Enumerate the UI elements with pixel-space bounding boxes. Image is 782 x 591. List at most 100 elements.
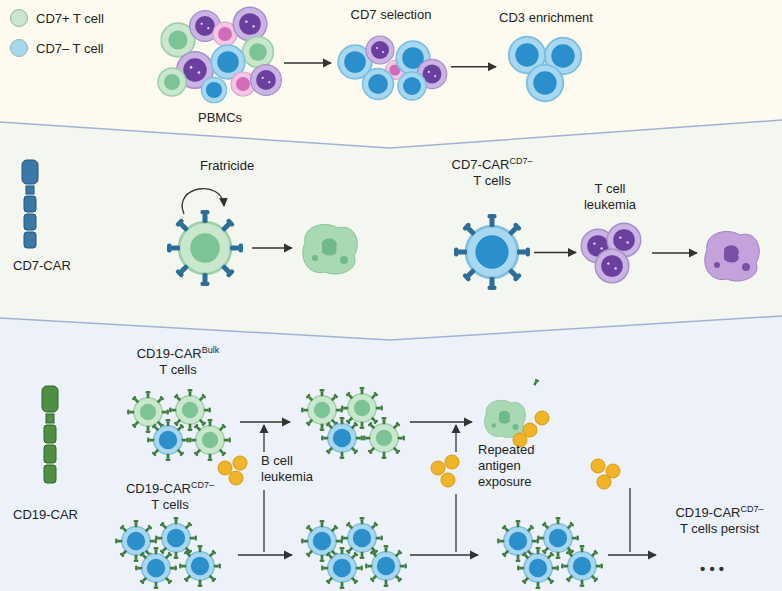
dead-cell [303, 224, 358, 274]
illustration-part [595, 249, 629, 283]
cell-label: CD19-CARBulk T cells [113, 346, 243, 378]
label-text: CD3 enrichment [481, 10, 611, 26]
illustration-part [365, 545, 407, 587]
illustration-part [321, 547, 363, 589]
self-arrow [182, 189, 224, 214]
illustration-part [158, 68, 186, 96]
illustration-part [454, 214, 530, 290]
cell-label: CD19-CARCD7– T cells persist [662, 505, 777, 537]
label-text: CD19-CAR [137, 346, 202, 361]
label-superscript: CD7– [191, 480, 214, 490]
legend-swatch [10, 9, 28, 27]
illustration-part [218, 461, 232, 475]
illustration-part [24, 214, 36, 230]
label-text: T cells persist [662, 521, 777, 537]
cell-group: CD3 enrichment [500, 35, 592, 100]
illustration-part [22, 160, 38, 184]
illustration-part [0, 316, 782, 340]
illustration-part [0, 120, 782, 340]
illustration-part [240, 421, 290, 422]
flow-arrow [652, 252, 697, 253]
illustration-part [410, 421, 472, 422]
cd7-neg-car-cell [454, 214, 530, 290]
label-text: T cells [95, 497, 245, 513]
illustration-part [147, 419, 189, 461]
label-text: CD7-CAR [13, 258, 93, 274]
pbmc-cluster [158, 7, 281, 102]
illustration-part [532, 378, 539, 386]
label-superscript: CD7– [741, 504, 764, 514]
illustration-part [398, 72, 426, 100]
illustration-part [0, 316, 782, 591]
illustration-part [263, 425, 264, 452]
illustration-part [321, 417, 363, 459]
cell-group: CD19-CARBulkT cells [125, 390, 230, 455]
cell-group: PBMCs [160, 10, 280, 110]
t-leukemia-cells [581, 223, 641, 283]
cell-label: B cell leukemia [261, 453, 323, 485]
illustration-part [341, 517, 383, 559]
label-text: Fratricide [200, 158, 280, 174]
label-superscript: Bulk [202, 345, 220, 355]
illustration-part [251, 65, 282, 96]
label-text: PBMCs [160, 110, 280, 126]
cell-group: Repeated antigen exposure [428, 452, 470, 490]
cell-label: CD7 selection [331, 7, 451, 23]
illustration-part [46, 414, 54, 423]
label-text: CD19-CAR [675, 505, 740, 520]
illustration-part [455, 494, 456, 552]
illustration-part [24, 232, 36, 248]
illustration-part [229, 471, 243, 485]
cd7-selected-cluster [338, 36, 447, 100]
flow-arrow [284, 62, 331, 63]
cell-group: CD7-CAR [18, 158, 42, 250]
label-text: CD7-CAR [452, 157, 510, 172]
bulk-car-group [127, 387, 405, 461]
illustration-part [169, 389, 211, 431]
illustration-part [597, 475, 611, 489]
illustration-part [363, 417, 405, 459]
illustration-part [591, 459, 605, 473]
illustration-part [44, 425, 56, 443]
illustration-part [485, 400, 526, 437]
illustration-part [431, 461, 445, 475]
illustration-part [363, 69, 394, 100]
cell-group: CD19-CARCD7–T cells [115, 525, 225, 587]
label-text: T cell leukemia [580, 181, 640, 213]
illustration-part [629, 488, 630, 552]
dead-leukemia [705, 231, 760, 281]
cell-label: CD3 enrichment [481, 10, 611, 26]
legend-text: CD7+ T cell [36, 11, 104, 26]
label-text: T cells [113, 362, 243, 378]
illustration-part [561, 545, 603, 587]
illustration-part [238, 554, 292, 555]
illustration-part [42, 386, 58, 412]
illustration-part [24, 196, 36, 212]
cell-label: Fratricide [200, 158, 280, 174]
illustration-part [44, 445, 56, 463]
illustration-part [445, 455, 459, 469]
cell-group: CD19-CAR [38, 385, 62, 495]
illustration-part [441, 473, 455, 487]
label-text: B cell leukemia [261, 453, 323, 485]
illustration-part [535, 411, 549, 425]
illustration-part [233, 7, 267, 41]
cell-group: B cell leukemia [215, 455, 255, 485]
cell-label: CD19-CARCD7–T cells [95, 481, 245, 513]
illustration-part [366, 36, 394, 64]
cell-label: T cell leukemia [580, 181, 640, 213]
illustration-part [0, 0, 782, 148]
illustration-part [26, 186, 34, 194]
cell-group: Fratricide [170, 213, 240, 283]
illustration-part [233, 456, 247, 470]
cell-group: CD19-CARCD7– T cells persist [662, 505, 777, 545]
label-text: CD19-CAR [13, 507, 103, 523]
legend-row: CD7– T cell [10, 39, 103, 57]
illustration-part [263, 490, 264, 552]
arrows [238, 422, 656, 555]
illustration-part [167, 210, 243, 286]
cd7-car-receptor [22, 160, 38, 248]
cell-label: Repeated antigen exposure [478, 442, 542, 490]
